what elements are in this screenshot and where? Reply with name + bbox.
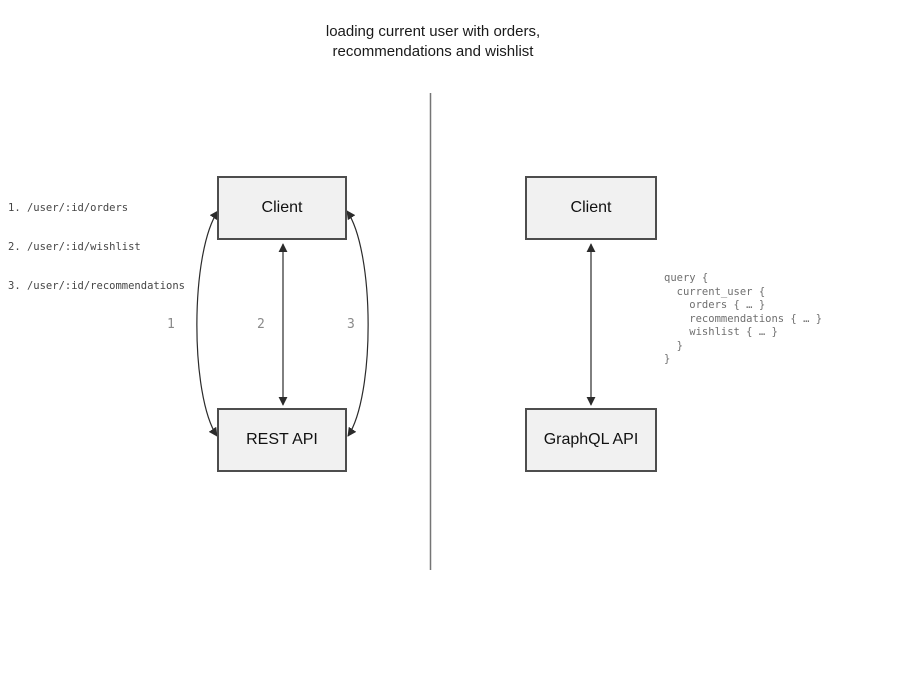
rest-api-box: REST API (217, 408, 347, 472)
diagram-title: loading current user with orders, recomm… (0, 22, 866, 62)
query-line-2: current_user { (664, 285, 766, 298)
rest-endpoint-list: 1. /user/:id/orders 2. /user/:id/wishlis… (8, 176, 185, 319)
rest-api-box-label: REST API (246, 431, 318, 448)
client-box-rest: Client (217, 176, 347, 240)
rest-endpoint-recommendations: 3. /user/:id/recommendations (8, 280, 186, 292)
rest-endpoint-orders: 1. /user/:id/orders (8, 202, 129, 214)
rest-endpoint-wishlist: 2. /user/:id/wishlist (8, 241, 141, 253)
graphql-api-box: GraphQL API (525, 408, 657, 472)
client-box-rest-label: Client (261, 199, 303, 216)
graphql-api-box-label: GraphQL API (543, 431, 639, 448)
diagram-title-line2: recommendations and wishlist (332, 43, 534, 60)
client-box-graphql: Client (525, 176, 657, 240)
arrow-label-1: 1 (167, 317, 175, 332)
query-line-6: } (664, 339, 683, 352)
query-line-1: query { (664, 272, 709, 284)
arrow-label-3: 3 (347, 317, 355, 332)
graphql-query-snippet: query { current_user { orders { … } reco… (664, 272, 822, 367)
query-line-7: } (664, 353, 671, 365)
arrow-label-2: 2 (257, 317, 265, 332)
diagram-title-line1: loading current user with orders, (325, 23, 541, 40)
query-line-4: recommendations { … } (664, 312, 823, 325)
client-box-graphql-label: Client (570, 199, 612, 216)
query-line-3: orders { … } (664, 299, 766, 311)
rest-arrow-1-orders (196, 210, 219, 437)
query-line-5: wishlist { … } (664, 326, 778, 338)
